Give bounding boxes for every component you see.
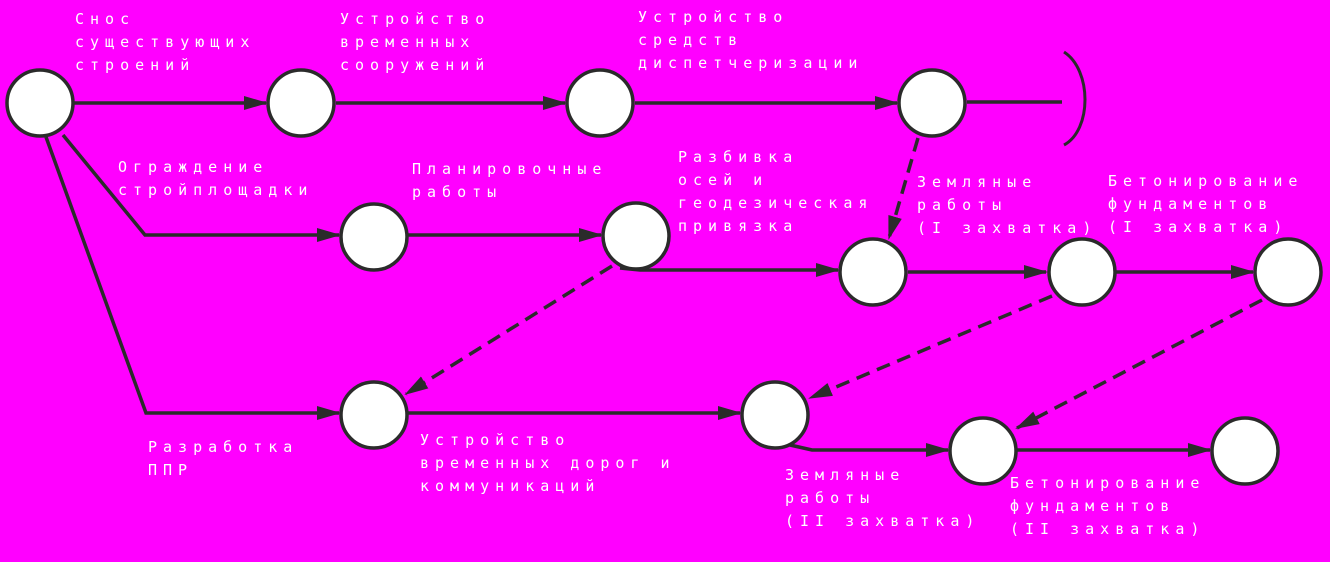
label-dispatch: Устройство средств диспетчеризации [638, 8, 864, 72]
event-node-3 [565, 68, 635, 138]
event-node-6 [601, 201, 671, 271]
label-concrete-2: Бетонирование фундаментов (II захватка) [1010, 474, 1206, 538]
event-node-10 [339, 380, 409, 450]
label-demolition: Снос существующих строений [75, 10, 256, 74]
label-earthwork-1: Земляные работы (I захватка) [917, 173, 1098, 237]
event-node-11 [740, 380, 810, 450]
edge-ppr [44, 136, 341, 420]
dummy-edge-grading-roads [404, 264, 613, 396]
dummy-edge-concrete-earthwork [1015, 298, 1263, 430]
dummy-edge-dispatch-earthwork [887, 137, 920, 240]
label-earthwork-2: Земляные работы (II захватка) [785, 466, 981, 530]
event-node-2 [266, 68, 336, 138]
edge-fencing [61, 133, 341, 242]
label-layout: Разбивка осей и геодезическая привязка [678, 148, 874, 235]
label-concrete-1: Бетонирование фундаментов (I захватка) [1108, 172, 1304, 236]
event-node-5 [339, 202, 409, 272]
event-node-8 [1047, 237, 1117, 307]
dummy-edge-earthwork-roads [808, 294, 1053, 400]
label-temp-structures: Устройство временных сооружений [340, 10, 491, 74]
edge-earthwork-2 [789, 443, 950, 457]
event-node-9 [1253, 237, 1323, 307]
event-node-13 [1210, 416, 1280, 486]
event-node-12 [948, 416, 1018, 486]
edge-layout [619, 263, 840, 277]
event-node-7 [838, 237, 908, 307]
label-fencing: Ограждение стройплощадки [118, 158, 314, 199]
label-ppr: Разработка ППР [148, 438, 299, 479]
label-temp-roads: Устройство временных дорог и коммуникаци… [420, 431, 676, 495]
break-bracket [1063, 50, 1087, 147]
event-node-4 [897, 68, 967, 138]
event-node-1 [5, 68, 75, 138]
label-grading: Планировочные работы [412, 160, 608, 201]
